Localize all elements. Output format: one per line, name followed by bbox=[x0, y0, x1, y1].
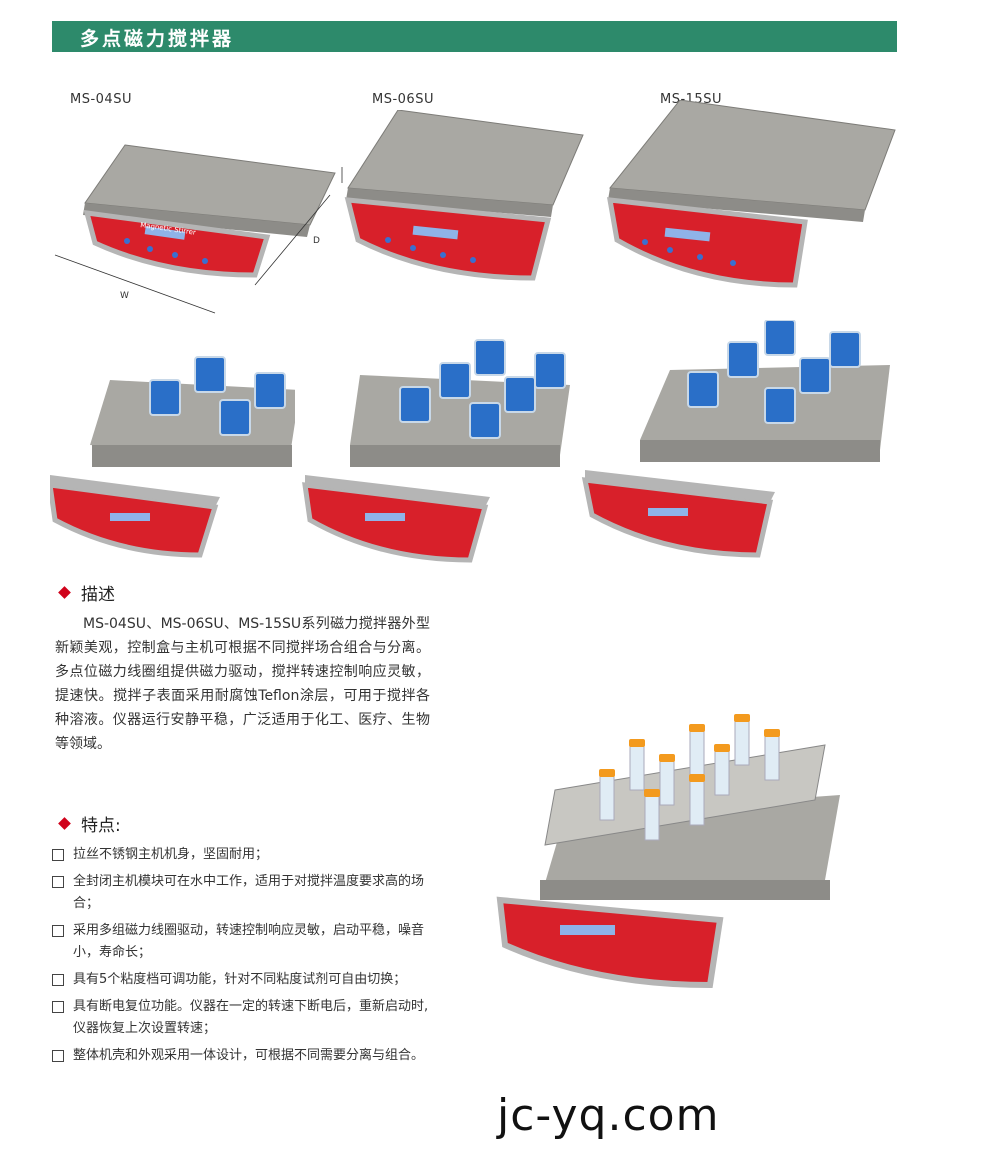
description-heading: 描述 bbox=[58, 580, 115, 605]
feature-item: 具有5个粘度档可调功能，针对不同粘度试剂可自由切换； bbox=[52, 969, 432, 991]
checkbox-square-icon bbox=[52, 849, 64, 861]
product-image-ms15su bbox=[606, 100, 896, 288]
description-text: MS-04SU、MS-06SU、MS-15SU系列磁力搅拌器外型新颖美观，控制盒… bbox=[55, 616, 430, 752]
checkbox-square-icon bbox=[52, 925, 64, 937]
dim-label-d: D bbox=[313, 236, 320, 246]
checkbox-square-icon bbox=[52, 1001, 64, 1013]
feature-item: 拉丝不锈钢主机机身，坚固耐用； bbox=[52, 844, 432, 866]
feature-text: 具有5个粘度档可调功能，针对不同粘度试剂可自由切换； bbox=[73, 972, 407, 987]
product-image-ms06su bbox=[344, 110, 584, 281]
product-image-ms15su-separated bbox=[581, 320, 890, 558]
section-header-bar: 多点磁力搅拌器 bbox=[52, 21, 897, 52]
checkbox-square-icon bbox=[52, 974, 64, 986]
feature-item: 采用多组磁力线圈驱动，转速控制响应灵敏，启动平稳，噪音小，寿命长； bbox=[52, 920, 432, 964]
product-image-ms04su-separated bbox=[50, 356, 295, 558]
feature-text: 采用多组磁力线圈驱动，转速控制响应灵敏，启动平稳，噪音小，寿命长； bbox=[73, 923, 425, 960]
features-list: 拉丝不锈钢主机机身，坚固耐用； 全封闭主机模块可在水中工作，适用于对搅拌温度要求… bbox=[52, 844, 432, 1072]
feature-item: 整体机壳和外观采用一体设计，可根据不同需要分离与组合。 bbox=[52, 1045, 432, 1067]
description-paragraph: MS-04SU、MS-06SU、MS-15SU系列磁力搅拌器外型新颖美观，控制盒… bbox=[55, 612, 430, 756]
features-heading: 特点: bbox=[58, 811, 121, 836]
feature-text: 整体机壳和外观采用一体设计，可根据不同需要分离与组合。 bbox=[73, 1048, 425, 1063]
product-image-ms06su-separated bbox=[302, 339, 570, 563]
page-title: 多点磁力搅拌器 bbox=[80, 28, 235, 50]
feature-text: 具有断电复位功能。仪器在一定的转速下断电后，重新启动时,仪器恢复上次设置转速； bbox=[73, 999, 429, 1036]
features-heading-text: 特点: bbox=[81, 816, 121, 836]
feature-item: 全封闭主机模块可在水中工作，适用于对搅拌温度要求高的场合； bbox=[52, 871, 432, 915]
bullet-diamond-icon bbox=[58, 586, 71, 599]
feature-text: 拉丝不锈钢主机机身，坚固耐用； bbox=[73, 847, 269, 862]
bullet-diamond-icon bbox=[58, 817, 71, 830]
product-image-ms04su: Magnetic Stirrer H D W bbox=[54, 144, 343, 314]
model-label-ms06su: MS-06SU bbox=[372, 92, 434, 107]
checkbox-square-icon bbox=[52, 1050, 64, 1062]
feature-text: 全封闭主机模块可在水中工作，适用于对搅拌温度要求高的场合； bbox=[73, 874, 425, 911]
checkbox-square-icon bbox=[52, 876, 64, 888]
dim-label-w: W bbox=[120, 291, 129, 301]
model-label-ms04su: MS-04SU bbox=[70, 92, 132, 107]
product-image-tube-rack bbox=[496, 714, 840, 989]
description-heading-text: 描述 bbox=[81, 585, 115, 605]
website-watermark: jc-yq.com bbox=[497, 1090, 720, 1141]
feature-item: 具有断电复位功能。仪器在一定的转速下断电后，重新启动时,仪器恢复上次设置转速； bbox=[52, 996, 432, 1040]
